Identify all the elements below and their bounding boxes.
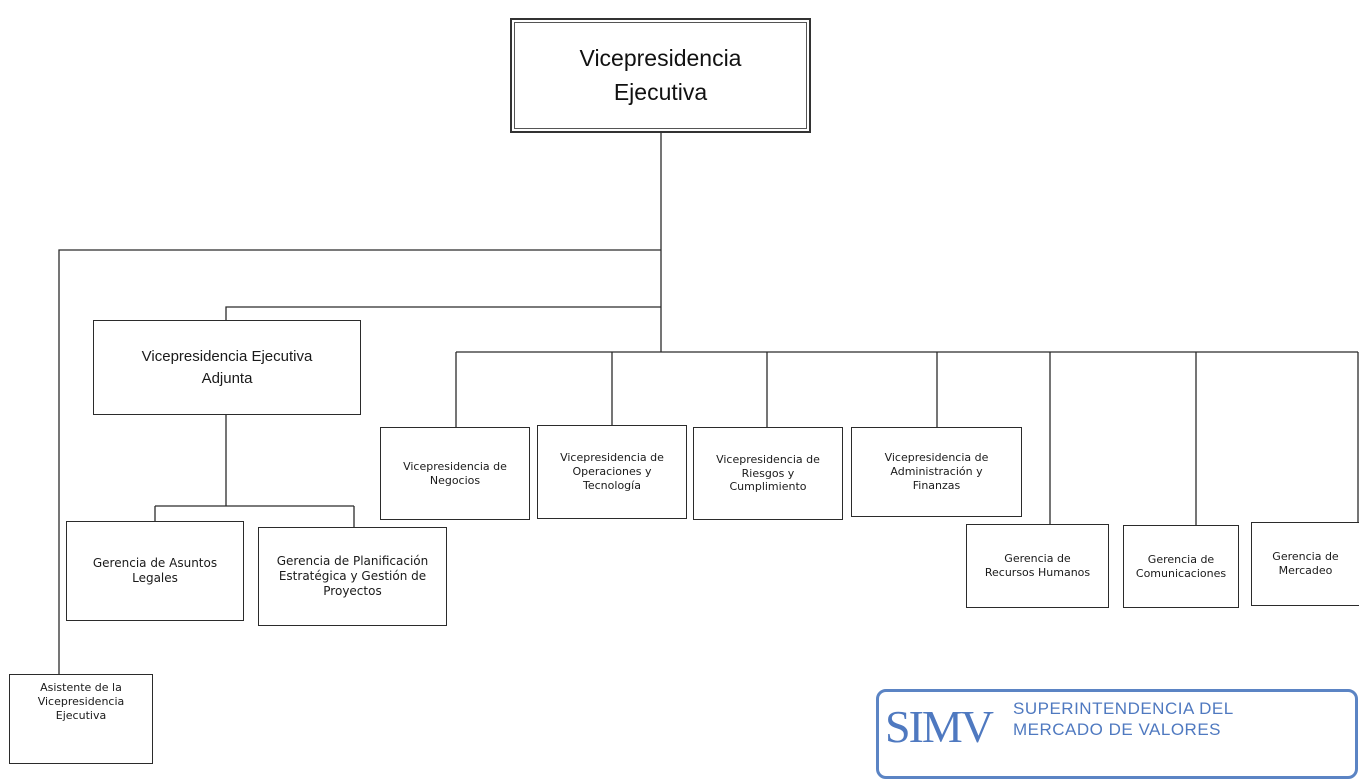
- approval-stamp: SIMV SUPERINTENDENCIA DEL MERCADO DE VAL…: [876, 689, 1358, 779]
- box-text: Riesgos y: [741, 466, 795, 480]
- box-text: Operaciones y: [572, 465, 652, 479]
- box-text: Recursos Humanos: [984, 566, 1091, 579]
- box-gerencia-recursos-humanos: Gerencia de Recursos Humanos: [966, 524, 1109, 608]
- stamp-text-line2: MERCADO DE VALORES: [1013, 720, 1222, 739]
- box-text: Tecnología: [583, 478, 641, 492]
- box-vp-negocios: Vicepresidencia de Negocios: [380, 427, 530, 520]
- connector-adjunta: [225, 306, 661, 320]
- box-text: Vicepresidencia Ejecutiva: [141, 347, 313, 365]
- box-text: Gerencia de: [1004, 552, 1071, 566]
- box-text: Mercadeo: [1278, 564, 1333, 577]
- box-text: Ejecutiva: [613, 78, 708, 105]
- box-text: Vicepresidencia de: [403, 459, 507, 473]
- box-text: Vicepresidencia de: [884, 451, 989, 465]
- box-text: Vicepresidencia: [37, 694, 125, 708]
- org-chart-connectors: [58, 133, 1359, 674]
- box-gerencia-comunicaciones: Gerencia de Comunicaciones: [1123, 525, 1239, 608]
- box-text: Gerencia de: [1272, 550, 1339, 564]
- box-gerencia-planificacion: Gerencia de Planificación Estratégica y …: [258, 527, 447, 626]
- box-gerencia-mercadeo: Gerencia de Mercadeo: [1251, 522, 1359, 606]
- box-text: Vicepresidencia: [579, 45, 742, 72]
- box-text: Finanzas: [912, 478, 961, 492]
- box-text: Gerencia de: [1147, 552, 1215, 566]
- box-vicepresidencia-ejecutiva: Vicepresidencia Ejecutiva: [510, 18, 811, 133]
- box-text: Vicepresidencia de: [560, 451, 664, 465]
- box-text: Negocios: [429, 473, 481, 487]
- box-text: Adjunta: [201, 369, 253, 387]
- box-gerencia-asuntos-legales: Gerencia de Asuntos Legales: [66, 521, 244, 621]
- box-asistente: Asistente de la Vicepresidencia Ejecutiv…: [9, 674, 153, 764]
- box-text: Legales: [132, 571, 178, 585]
- box-vp-operaciones: Vicepresidencia de Operaciones y Tecnolo…: [537, 425, 687, 519]
- box-vicepresidencia-ejecutiva-adjunta: Vicepresidencia Ejecutiva Adjunta: [93, 320, 361, 415]
- box-text: Estratégica y Gestión de: [278, 569, 427, 583]
- box-text: Gerencia de Asuntos: [92, 556, 218, 570]
- box-text: Vicepresidencia de: [716, 452, 820, 466]
- box-vp-riesgos: Vicepresidencia de Riesgos y Cumplimient…: [693, 427, 843, 520]
- connector-assistant: [58, 249, 661, 674]
- box-text: Gerencia de Planificación: [276, 554, 429, 568]
- stamp-logo: SIMV: [885, 701, 994, 752]
- box-text: Cumplimiento: [729, 480, 807, 494]
- box-text: Ejecutiva: [55, 708, 107, 722]
- box-vp-administracion: Vicepresidencia de Administración y Fina…: [851, 427, 1022, 517]
- box-text: Administración y: [890, 465, 983, 479]
- box-text: Asistente de la: [40, 681, 122, 694]
- box-text: Comunicaciones: [1135, 566, 1227, 580]
- stamp-text-line1: SUPERINTENDENCIA DEL: [1013, 699, 1234, 718]
- box-text: Proyectos: [323, 584, 382, 598]
